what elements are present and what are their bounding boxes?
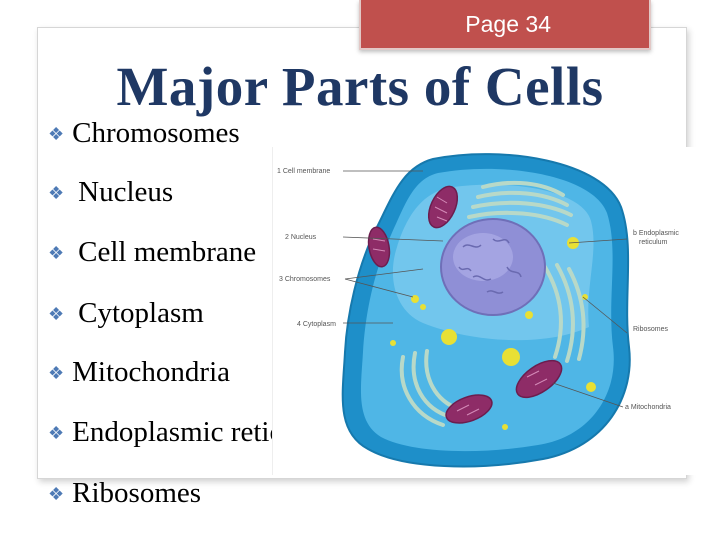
label-cell-membrane: 1 Cell membrane [277,168,330,175]
bullet-text: Chromosomes [72,117,240,149]
ribosome-dots [390,237,596,430]
bullet-item: ❖ Cell membrane [48,236,256,269]
label-ribosomes: Ribosomes [633,326,669,333]
bullet-text: Mitochondria [72,356,230,388]
endoplasmic-reticulum-right [543,263,586,363]
bullet-text: Cell membrane [78,236,257,268]
diamond-bullet-icon: ❖ [48,242,65,263]
page-number-tab: Page 34 [359,0,651,50]
diamond-bullet-icon: ❖ [48,422,65,443]
label-er-line1: b Endoplasmic [633,230,679,237]
bullet-item: ❖ Mitochondria [48,356,230,389]
cell-diagram-svg: 1 Cell membrane 2 Nucleus 3 Chromosomes … [277,153,679,468]
mitochondria-shapes [367,185,563,424]
bullet-item: ❖ Nucleus [48,176,173,209]
page-number: Page 34 [465,10,551,37]
bullet-text: Nucleus [78,176,174,208]
cell-diagram: 1 Cell membrane 2 Nucleus 3 Chromosomes … [272,147,698,475]
diamond-bullet-icon: ❖ [48,483,65,504]
mitochondria-cristae [372,196,548,416]
bullet-item: ❖ Cytoplasm [48,297,204,330]
label-mitochondria: a Mitochondria [625,404,671,411]
label-cytoplasm: 4 Cytoplasm [297,321,336,328]
leader-lines [342,170,628,408]
diamond-bullet-icon: ❖ [48,182,65,203]
bullet-list: ❖ Chromosomes ❖ Nucleus ❖ Cell membrane … [48,117,342,510]
bullet-text: Ribosomes [72,477,202,509]
bullet-item: ❖ Chromosomes [48,117,240,150]
endoplasmic-reticulum-top [467,180,573,227]
nucleus-shape [440,218,546,316]
diamond-bullet-icon: ❖ [48,362,65,383]
slide-title: Major Parts of Cells [116,56,604,117]
bullet-text: Cytoplasm [78,297,204,329]
label-nucleus: 2 Nucleus [285,234,317,241]
bullet-item: ❖ Ribosomes [48,477,201,510]
label-chromosomes: 3 Chromosomes [279,276,331,283]
diamond-bullet-icon: ❖ [48,303,65,324]
label-er-line2: reticulum [639,239,668,246]
diamond-bullet-icon: ❖ [48,123,65,144]
